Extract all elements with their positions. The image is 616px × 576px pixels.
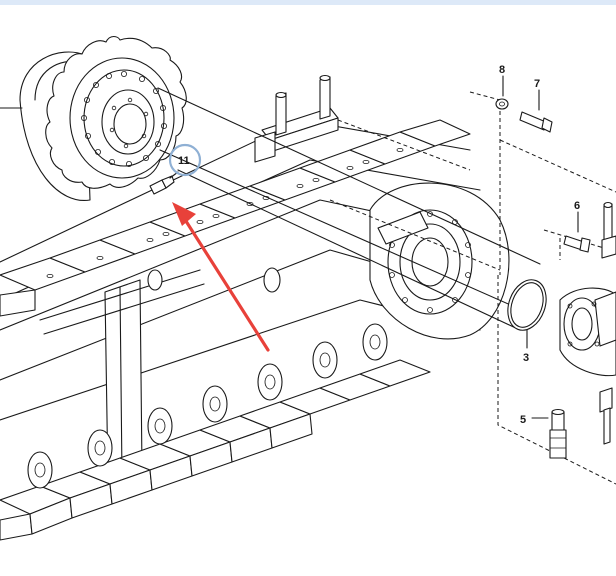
final-drive-housing bbox=[369, 182, 510, 340]
washer-part-8 bbox=[495, 75, 509, 110]
fitting-part-5 bbox=[531, 408, 567, 459]
sprocket bbox=[0, 35, 187, 201]
top-strip bbox=[0, 0, 616, 5]
bolt-part-11 bbox=[149, 171, 179, 195]
callout-8: 8 bbox=[499, 64, 505, 76]
top-bracket bbox=[254, 74, 339, 163]
callout-5: 5 bbox=[520, 414, 526, 426]
travel-motor bbox=[559, 287, 616, 377]
callout-6: 6 bbox=[574, 200, 580, 212]
bolt-part-7 bbox=[519, 89, 553, 133]
highlight-circle bbox=[168, 143, 202, 177]
callout-3: 3 bbox=[523, 352, 529, 364]
callout-11: 11 bbox=[178, 155, 190, 167]
track-shoes bbox=[0, 119, 471, 317]
right-studs bbox=[599, 201, 616, 445]
callout-labels: 8 7 6 3 5 11 bbox=[178, 64, 580, 426]
track-shoes-lower bbox=[0, 359, 431, 541]
red-arrow bbox=[172, 202, 270, 352]
o-ring-part-3 bbox=[507, 279, 547, 349]
bolt-part-6 bbox=[563, 211, 591, 253]
track-rollers bbox=[27, 267, 388, 489]
callout-7: 7 bbox=[534, 78, 540, 90]
